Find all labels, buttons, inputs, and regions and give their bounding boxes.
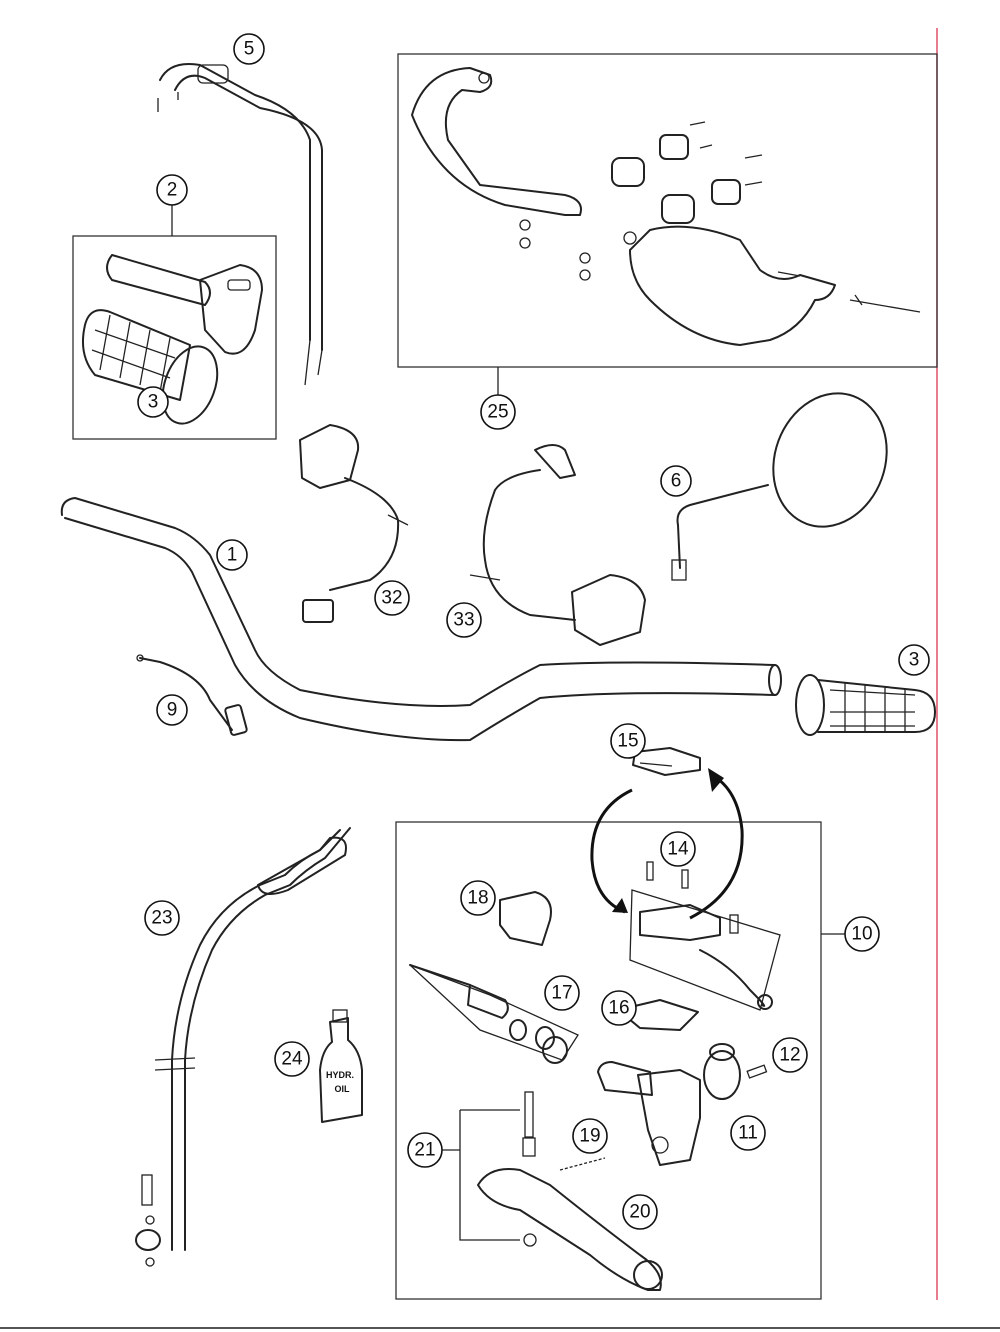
svg-text:17: 17 [551,983,572,1004]
mirror-part [671,392,888,581]
callout-3-left: 3 [137,386,169,418]
callout-15: 15 [610,723,646,759]
svg-text:6: 6 [671,471,682,492]
svg-text:3: 3 [148,392,159,413]
svg-text:32: 32 [381,588,402,609]
callout-18: 18 [460,880,496,916]
brake-group-box [395,821,822,1300]
callout-10: 10 [844,916,880,952]
svg-text:2: 2 [167,180,178,201]
svg-text:20: 20 [629,1202,650,1223]
callout-19: 19 [572,1118,608,1154]
svg-text:11: 11 [738,1123,758,1144]
svg-text:33: 33 [453,610,474,631]
pivot-hardware-part [440,1091,537,1247]
master-cylinder-assembly-part [629,889,781,1011]
handguard-group-box [397,53,938,368]
grip-left-part [82,309,219,425]
callout-1: 1 [216,539,248,571]
callout-21: 21 [407,1132,443,1168]
svg-text:15: 15 [617,731,638,752]
callout-12: 12 [772,1037,808,1073]
switch-left-part [299,424,409,623]
svg-text:23: 23 [151,908,172,929]
handguard-clamps-part [519,121,921,313]
svg-text:14: 14 [667,839,689,860]
callout-23: 23 [144,900,180,936]
svg-text:21: 21 [414,1140,435,1161]
cap-screws-part [646,861,689,889]
handguard-right-part [623,225,836,346]
handlebar-part [60,497,782,742]
callout-9: 9 [156,694,188,726]
oil-bottle-label-line2: OIL [335,1084,351,1094]
assembly-arrows [590,768,744,920]
callout-16: 16 [601,990,637,1026]
clamp-part [499,891,552,946]
handguard-left-part [411,67,582,216]
callout-3-right: 3 [898,644,930,676]
svg-text:25: 25 [487,402,508,423]
callout-20: 20 [622,1194,658,1230]
oil-bottle-label-line1: HYDR. [326,1070,354,1080]
reservoir-cap-part [632,747,701,776]
bolt-part [746,1064,768,1079]
grip-right-part [795,674,936,736]
callout-5: 5 [233,33,265,65]
svg-text:3: 3 [909,650,920,671]
svg-text:9: 9 [167,700,178,721]
svg-text:24: 24 [281,1049,303,1070]
callout-17: 17 [544,975,580,1011]
switch-right-part [469,444,646,646]
gasket-part [617,999,699,1031]
piston-kit-part [409,964,579,1064]
svg-text:16: 16 [608,998,629,1019]
callout-24: 24 [274,1041,310,1077]
callout-32: 32 [374,580,410,616]
svg-text:5: 5 [244,39,255,60]
svg-text:12: 12 [779,1045,800,1066]
kill-switch-wire-part [136,654,248,736]
callout-6: 6 [660,465,692,497]
master-cylinder-body-part [597,1043,741,1166]
callout-25: 25 [480,394,516,430]
svg-text:1: 1 [227,545,238,566]
brake-lever-part [477,1168,663,1291]
spring-part [559,1157,606,1171]
callout-14: 14 [660,831,696,867]
callout-33: 33 [446,602,482,638]
svg-text:10: 10 [851,924,872,945]
hydraulic-oil-bottle: HYDR. OIL [319,1009,363,1123]
svg-text:19: 19 [579,1126,600,1147]
svg-text:18: 18 [467,888,488,909]
throttle-group-box [72,235,277,440]
throttle-cables-part [157,63,323,386]
brake-hose-part [135,827,351,1267]
callout-11: 11 [730,1115,766,1151]
throttle-tube-part [106,254,263,355]
callout-2: 2 [156,174,188,206]
